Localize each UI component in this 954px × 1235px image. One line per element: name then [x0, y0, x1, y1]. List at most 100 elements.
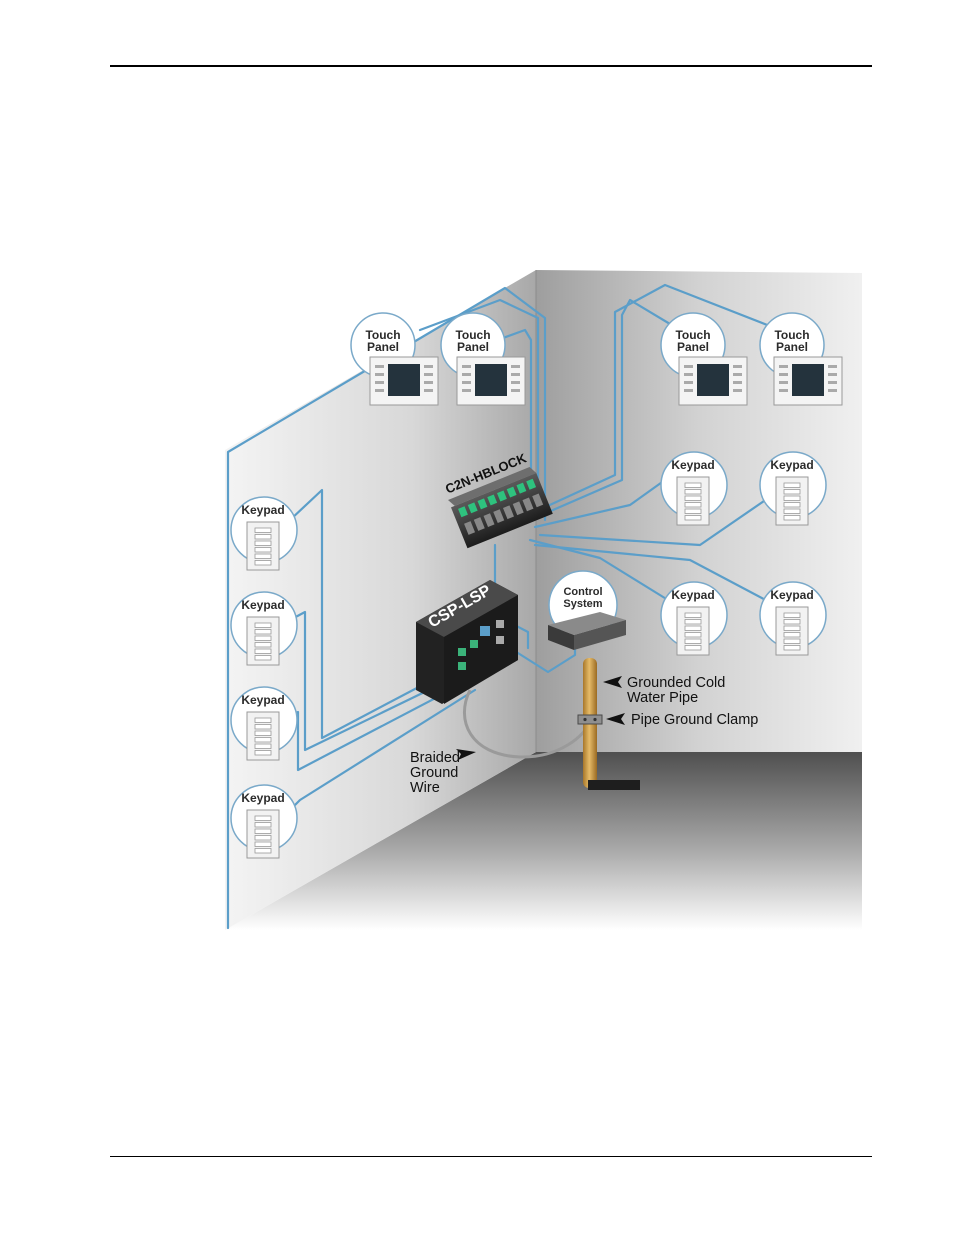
keypad-button	[784, 483, 800, 488]
keypad-button	[255, 718, 271, 723]
keypad-button	[685, 633, 701, 638]
keypad-button	[255, 630, 271, 635]
keypad-button	[255, 623, 271, 628]
clamp-callout: Pipe Ground Clamp	[631, 712, 758, 728]
touch-panel-button	[733, 381, 742, 384]
touch-panel-button	[424, 373, 433, 376]
keypad-button	[255, 816, 271, 821]
keypad-button	[255, 649, 271, 654]
keypad-button	[255, 541, 271, 546]
touch-panel-button	[462, 381, 471, 384]
control-system-label-2: System	[563, 598, 602, 610]
touch-panel-button	[779, 365, 788, 368]
keypad-label: Keypad	[770, 458, 813, 472]
keypad-button	[255, 744, 271, 749]
keypad-button	[255, 643, 271, 648]
keypad-button	[255, 561, 271, 566]
keypad-button	[255, 725, 271, 730]
keypad-button	[784, 646, 800, 651]
keypad-button	[685, 496, 701, 501]
touch-panel-button	[828, 389, 837, 392]
keypad-label: Keypad	[241, 791, 284, 805]
touch-panel-button	[375, 373, 384, 376]
touch-panel-button	[828, 381, 837, 384]
pipe-ground-clamp	[578, 715, 602, 724]
touch-panel-screen	[792, 364, 824, 396]
touch-panel-label-2: Panel	[776, 340, 808, 354]
keypad-button	[784, 639, 800, 644]
braid-callout-line1: Braided	[410, 750, 460, 766]
keypad-button	[685, 503, 701, 508]
keypad-button	[255, 751, 271, 756]
touch-panel-screen	[475, 364, 507, 396]
touch-panel-button	[375, 389, 384, 392]
touch-panel-label-2: Panel	[677, 340, 709, 354]
touch-panel-button	[462, 373, 471, 376]
touch-panel-button	[733, 389, 742, 392]
touch-panel-button	[375, 381, 384, 384]
control-system-label-1: Control	[563, 586, 602, 598]
keypad-button	[784, 509, 800, 514]
touch-panel-button	[684, 381, 693, 384]
braid-callout-line3: Wire	[410, 780, 440, 796]
keypad-label: Keypad	[671, 588, 714, 602]
keypad-button	[255, 738, 271, 743]
pipe-callout-line1: Grounded Cold	[627, 675, 725, 691]
keypad-button	[255, 849, 271, 854]
keypad-button	[685, 626, 701, 631]
keypad-button	[784, 503, 800, 508]
keypad-button	[685, 646, 701, 651]
keypad-button	[255, 636, 271, 641]
touch-panel-screen	[388, 364, 420, 396]
keypad-button	[784, 516, 800, 521]
keypad-button	[685, 639, 701, 644]
keypad-button	[784, 620, 800, 625]
touch-panel-button	[828, 373, 837, 376]
keypad-button	[685, 613, 701, 618]
touch-panel-button	[462, 365, 471, 368]
pipe-callout-line2: Water Pipe	[627, 690, 698, 706]
keypad-button	[255, 842, 271, 847]
touch-panel-button	[828, 365, 837, 368]
touch-panel-button	[511, 373, 520, 376]
keypad-button	[255, 528, 271, 533]
keypad-button	[784, 626, 800, 631]
touch-panel-button	[684, 389, 693, 392]
keypad-label: Keypad	[241, 598, 284, 612]
touch-panel-button	[511, 389, 520, 392]
keypad-button	[784, 613, 800, 618]
keypad-button	[255, 548, 271, 553]
keypad-button	[685, 509, 701, 514]
keypad-button	[685, 483, 701, 488]
touch-panel-button	[684, 365, 693, 368]
touch-panel-label-2: Panel	[367, 340, 399, 354]
touch-panel-button	[779, 373, 788, 376]
touch-panel-screen	[697, 364, 729, 396]
keypad-button	[255, 656, 271, 661]
touch-panel-button	[424, 365, 433, 368]
touch-panel-button	[779, 381, 788, 384]
touch-panel-button	[733, 373, 742, 376]
keypad-label: Keypad	[770, 588, 813, 602]
keypad-button	[784, 496, 800, 501]
braid-callout-line2: Ground	[410, 765, 458, 781]
touch-panel-button	[779, 389, 788, 392]
keypad-button	[685, 620, 701, 625]
keypad-button	[784, 633, 800, 638]
touch-panel-button	[375, 365, 384, 368]
touch-panel-button	[424, 389, 433, 392]
touch-panel-button	[462, 389, 471, 392]
keypad-label: Keypad	[241, 693, 284, 707]
touch-panel-button	[511, 365, 520, 368]
keypad-button	[255, 535, 271, 540]
keypad-button	[255, 829, 271, 834]
keypad-label: Keypad	[671, 458, 714, 472]
touch-panel-button	[511, 381, 520, 384]
touch-panel-button	[424, 381, 433, 384]
keypad-button	[255, 731, 271, 736]
keypad-label: Keypad	[241, 503, 284, 517]
touch-panel-label-2: Panel	[457, 340, 489, 354]
keypad-button	[685, 490, 701, 495]
touch-panel-button	[733, 365, 742, 368]
